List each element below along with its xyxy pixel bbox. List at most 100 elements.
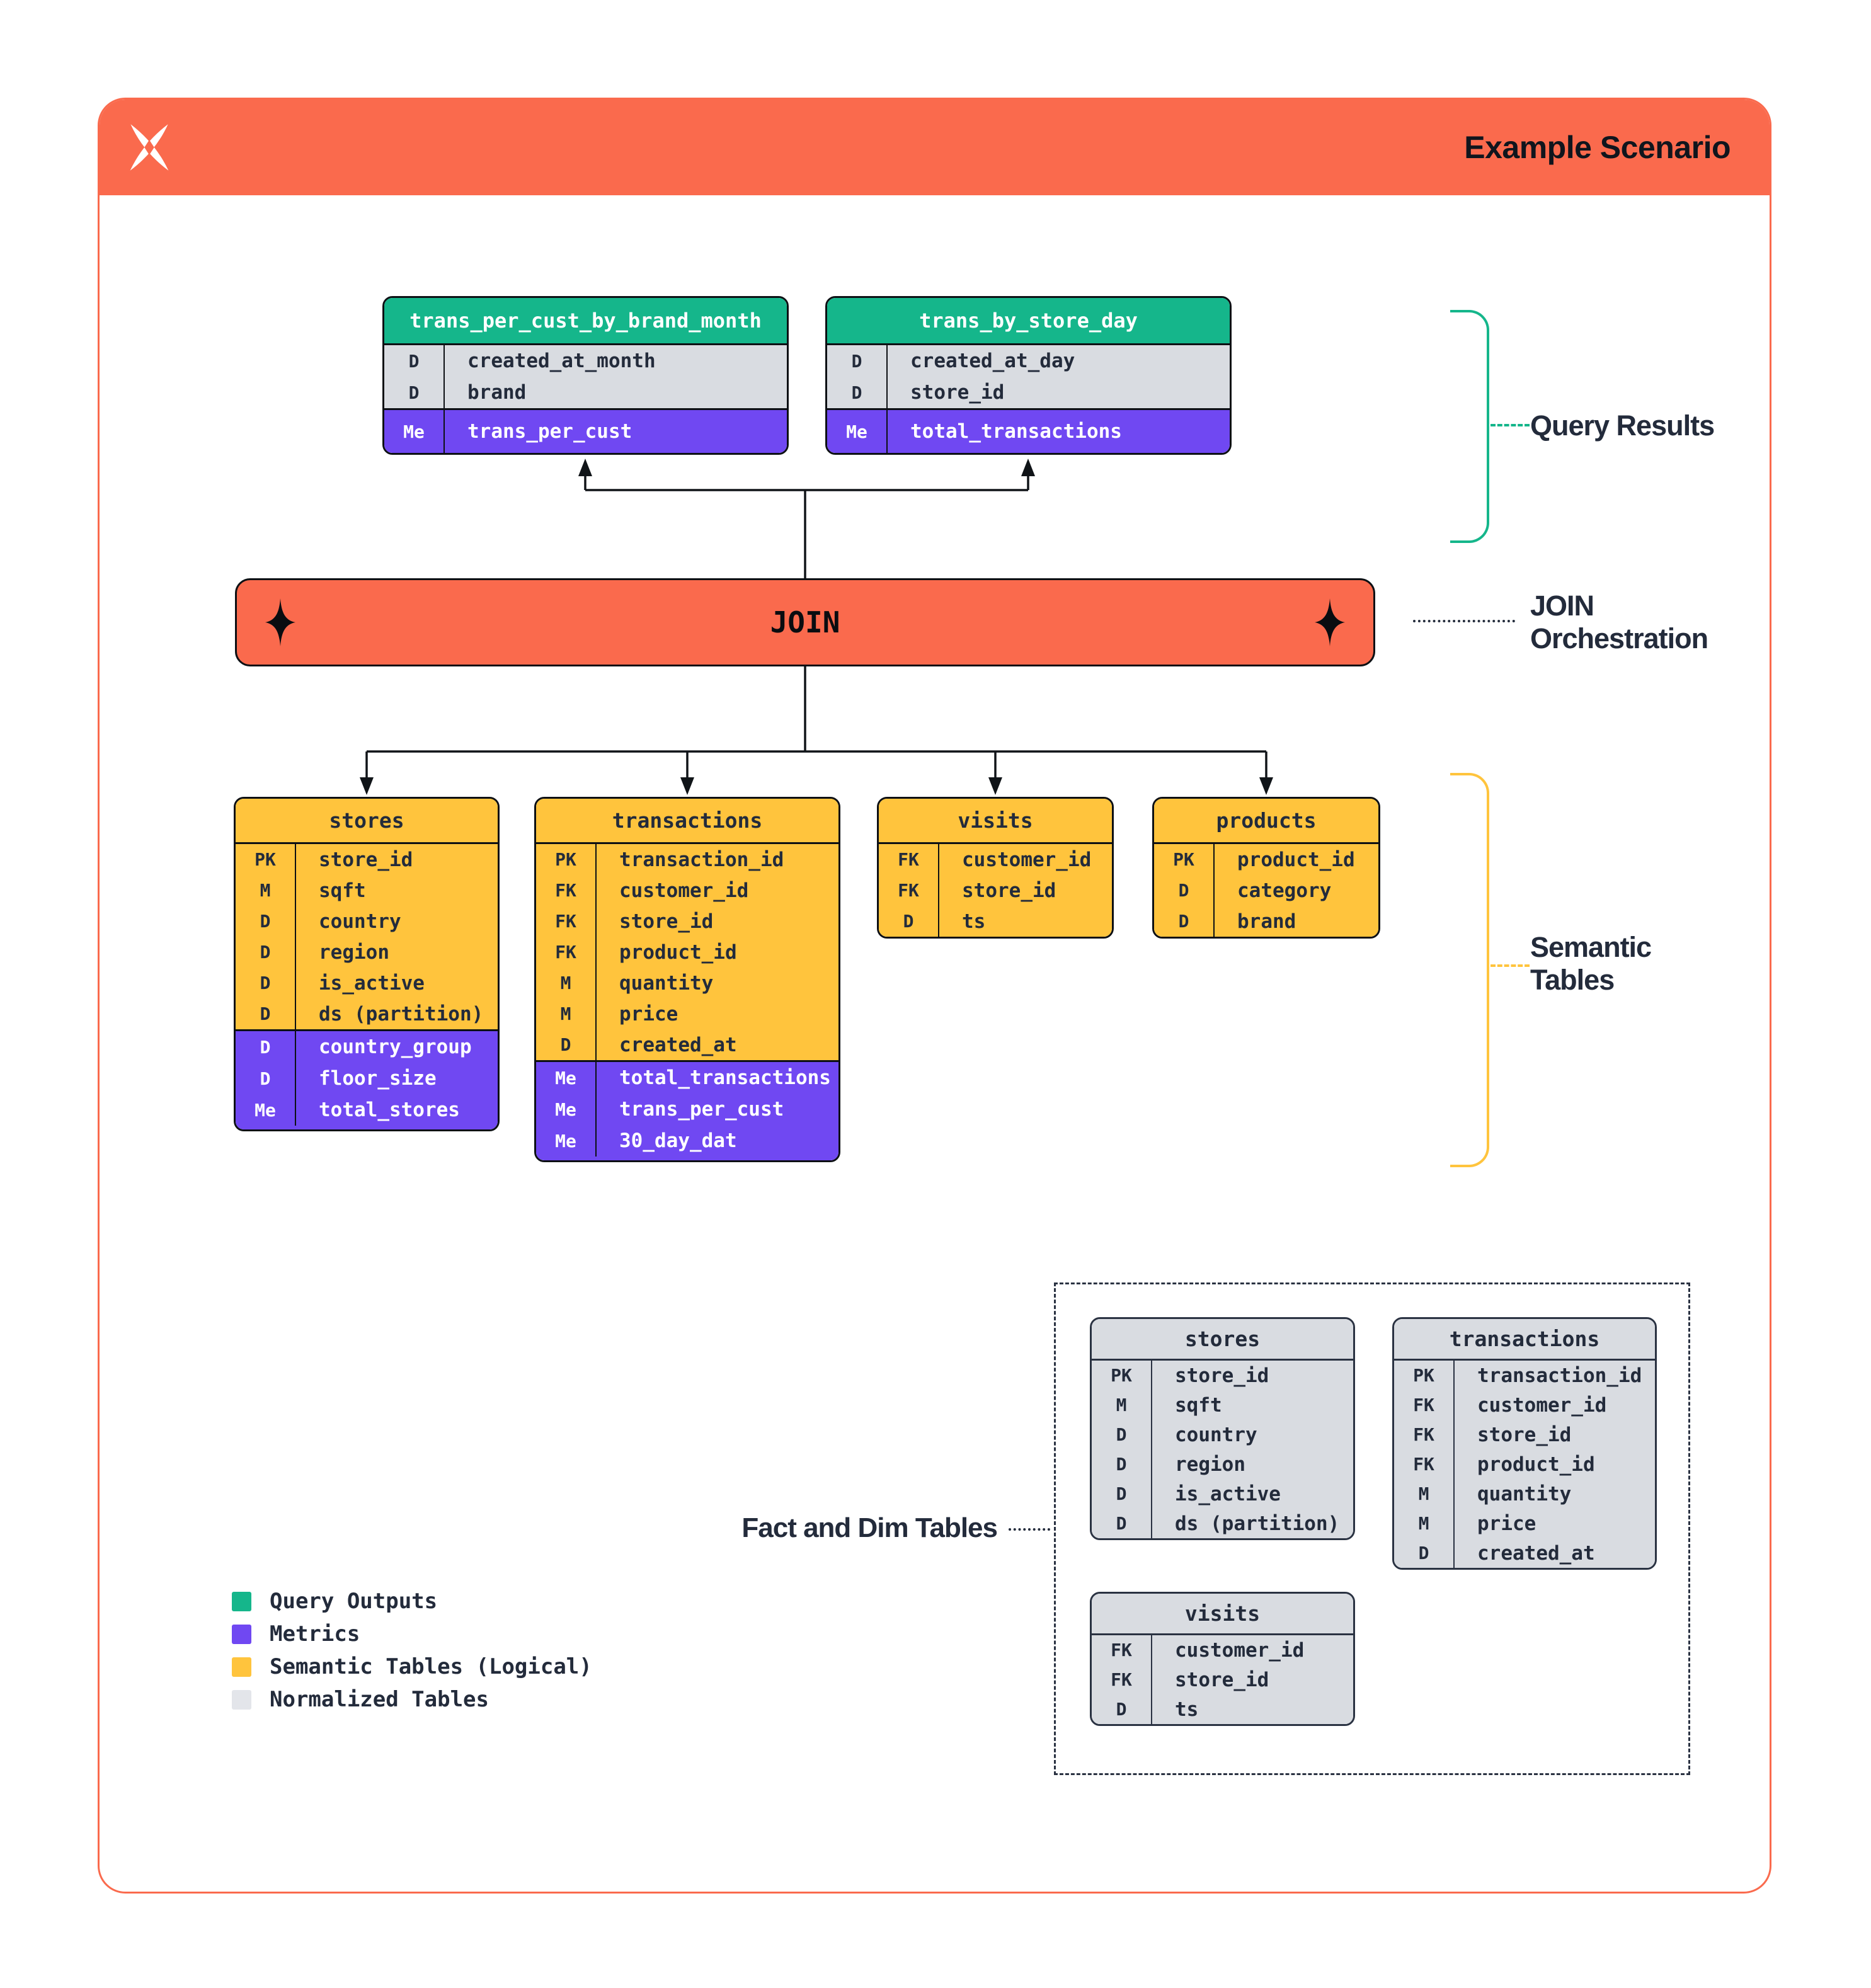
row-key-badge: D	[236, 906, 296, 937]
row-field: created_at_day	[910, 350, 1075, 372]
row-field: transaction_id	[1477, 1364, 1642, 1387]
semantic-tables-bracket	[1450, 773, 1489, 1167]
legend-item: Metrics	[232, 1618, 592, 1650]
row-key-badge: D	[1092, 1479, 1152, 1509]
join-label: JOIN	[770, 605, 840, 639]
row-field: product_id	[1477, 1453, 1595, 1476]
row-field: country_group	[319, 1036, 472, 1058]
row-key-badge: Me	[827, 410, 888, 453]
row-key-badge: FK	[1394, 1420, 1455, 1449]
row-field: country	[1175, 1423, 1257, 1446]
row-key-badge: M	[536, 998, 597, 1029]
legend-label: Normalized Tables	[270, 1687, 489, 1712]
row-field: store_id	[1175, 1364, 1269, 1387]
row-field: ds (partition)	[319, 1002, 484, 1025]
row-key-badge: D	[1394, 1538, 1455, 1568]
row-key-badge: Me	[384, 410, 445, 453]
row-field: quantity	[1477, 1482, 1572, 1505]
join-bar: JOIN	[235, 578, 1375, 666]
row-field: price	[619, 1002, 678, 1025]
spark-icon	[265, 598, 295, 646]
join-orchestration-connector	[1413, 620, 1515, 622]
query-results-bracket	[1450, 310, 1489, 543]
row-field: quantity	[619, 971, 714, 995]
table-row: PK store_id	[1092, 1361, 1353, 1390]
row-key-badge: PK	[1154, 844, 1215, 875]
row-field: sqft	[1175, 1393, 1222, 1417]
table-title: visits	[1092, 1594, 1353, 1635]
row-field: store_id	[910, 381, 1005, 404]
row-key-badge: D	[236, 1031, 296, 1063]
row-key-badge: FK	[1394, 1390, 1455, 1420]
x-mark-logo-icon	[130, 124, 169, 171]
row-key-badge: PK	[536, 844, 597, 875]
fact-dim-connector	[1009, 1528, 1050, 1531]
table-title: transactions	[1394, 1319, 1655, 1361]
row-field: trans_per_cust	[467, 420, 632, 443]
row-key-badge: FK	[536, 937, 597, 968]
row-field: total_transactions	[910, 420, 1122, 443]
row-key-badge: PK	[1394, 1361, 1455, 1390]
row-field: ts	[962, 910, 986, 933]
row-key-badge: FK	[1092, 1665, 1152, 1694]
row-field: trans_per_cust	[619, 1098, 784, 1121]
table-row: Me trans_per_cust	[384, 410, 787, 453]
table-title: transactions	[536, 799, 838, 844]
row-field: store_id	[1175, 1668, 1269, 1691]
legend-label: Metrics	[270, 1621, 360, 1647]
row-key-badge: FK	[879, 844, 939, 875]
row-key-badge: FK	[536, 906, 597, 937]
row-key-badge: D	[879, 906, 939, 937]
row-key-badge: Me	[236, 1094, 296, 1126]
row-key-badge: PK	[236, 844, 296, 875]
down-arrows	[365, 666, 1267, 779]
fact-dim-box	[1054, 1282, 1690, 1775]
fact-dim-label: Fact and Dim Tables	[741, 1512, 998, 1543]
row-field: floor_size	[319, 1067, 437, 1090]
row-field: created_at	[1477, 1541, 1595, 1565]
table-row: FK store_id	[1092, 1665, 1353, 1694]
legend-label: Semantic Tables (Logical)	[270, 1654, 592, 1679]
row-field: country	[319, 910, 401, 933]
semantic-tables-connector	[1491, 964, 1530, 967]
row-key-badge: D	[536, 1029, 597, 1060]
legend-swatch-icon	[232, 1689, 251, 1710]
row-field: store_id	[1477, 1423, 1572, 1446]
row-key-badge: D	[236, 998, 296, 1029]
row-key-badge: PK	[1092, 1361, 1152, 1390]
row-key-badge: D	[1092, 1694, 1152, 1724]
row-field: store_id	[319, 848, 413, 871]
metrics-zone: Me total_transactions	[827, 408, 1230, 453]
